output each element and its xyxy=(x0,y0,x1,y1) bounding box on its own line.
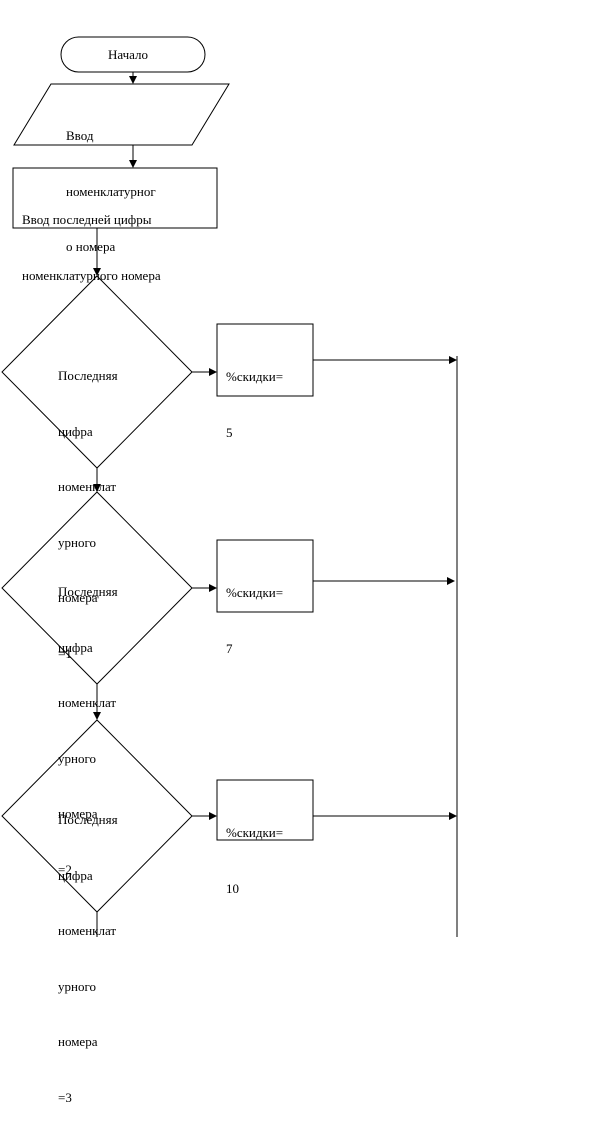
arrowhead-input-process xyxy=(129,160,137,168)
decision-2-line-6: =2 xyxy=(58,861,72,877)
decision-2-line-4: урного xyxy=(58,750,96,766)
discount-2-box xyxy=(216,539,314,613)
discount-1-line-2: 5 xyxy=(226,424,233,440)
discount-1-line-1: %скидки= xyxy=(226,369,284,384)
decision-1-line-1: Последняя xyxy=(58,368,118,383)
arrowhead-decision-3-discount-3 xyxy=(209,812,217,820)
arrowhead-start-input xyxy=(129,76,137,84)
input-last-digit-line-1: Ввод последней цифры xyxy=(22,212,152,227)
decision-2-line-5: номера xyxy=(58,806,98,821)
decision-3-line-3: номенклат xyxy=(58,923,117,938)
arrowhead-discount-1-collector xyxy=(449,356,457,364)
arrowhead-decision-1-discount-1 xyxy=(209,368,217,376)
arrowhead-decision-2-discount-2 xyxy=(209,584,217,592)
input-number-parallelogram xyxy=(13,83,230,146)
arrowhead-decision-2-3 xyxy=(93,712,101,720)
decision-2-line-1: Последняя xyxy=(58,584,118,599)
decision-3-line-2: цифра xyxy=(58,867,93,883)
flowchart xyxy=(1,36,458,937)
discount-3-box xyxy=(216,779,314,841)
decision-2-label: Последняя цифра номенклат урного номера … xyxy=(58,546,118,898)
input-number-line-2: номенклатурног xyxy=(66,183,156,199)
input-number-label: Ввод номенклатурног о номера xyxy=(66,90,156,275)
decision-1-line-5: номера xyxy=(58,590,98,605)
discount-2-line-2: 7 xyxy=(226,640,233,656)
decision-3-label: Последняя цифра номенклат урного номера … xyxy=(58,774,118,1126)
decision-3-line-6: =3 xyxy=(58,1089,72,1105)
decision-3-line-1: Последняя xyxy=(58,812,118,827)
discount-3-line-1: %скидки= xyxy=(226,825,284,840)
arrowhead-process-decision-1 xyxy=(93,268,101,276)
decision-1-line-3: номенклат xyxy=(58,479,117,494)
input-last-digit-process xyxy=(12,167,218,229)
decision-2-line-2: цифра xyxy=(58,639,93,655)
discount-3-label: %скидки= 10 xyxy=(226,787,283,917)
arrowhead-discount-3-collector xyxy=(449,812,457,820)
decision-1-line-6: =1 xyxy=(58,645,72,661)
discount-1-label: %скидки= 5 xyxy=(226,331,283,461)
decision-2-line-3: номенклат xyxy=(58,695,117,710)
discount-2-label: %скидки= 7 xyxy=(226,547,283,677)
decision-3-line-5: номера xyxy=(58,1034,98,1049)
discount-3-line-2: 10 xyxy=(226,880,239,896)
decision-3-line-4: урного xyxy=(58,978,96,994)
input-number-line-1: Ввод xyxy=(66,128,94,143)
input-last-digit-label: Ввод последней цифры номенклатурного ном… xyxy=(22,174,161,304)
discount-1-box xyxy=(216,323,314,397)
decision-1-line-2: цифра xyxy=(58,423,93,439)
decision-1-line-4: урного xyxy=(58,534,96,550)
arrowhead-discount-2-collector xyxy=(447,577,455,585)
decision-1-label: Последняя цифра номенклат урного номера … xyxy=(58,330,118,682)
input-number-line-3: о номера xyxy=(66,239,116,254)
input-last-digit-line-2: номенклатурного номера xyxy=(22,267,161,283)
start-label: Начало xyxy=(108,47,149,62)
discount-2-line-1: %скидки= xyxy=(226,585,284,600)
arrowhead-decision-1-2 xyxy=(93,484,101,492)
